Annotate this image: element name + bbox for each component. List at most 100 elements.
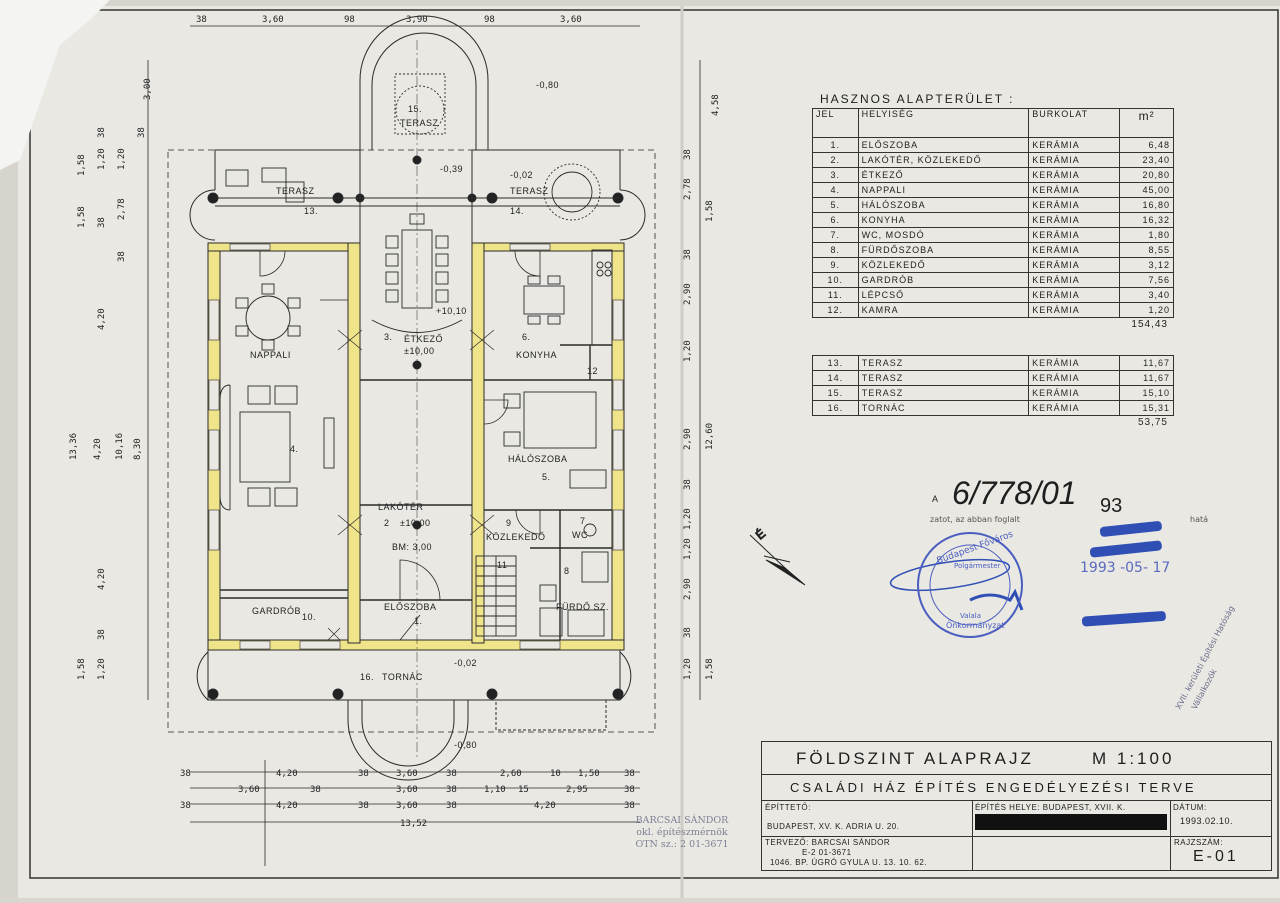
room-2-note: BM: 3,00 xyxy=(392,542,432,552)
drawing-subtitle: CSALÁDI HÁZ ÉPÍTÉS ENGEDÉLYEZÉSI TERVE xyxy=(790,780,1197,795)
room-14-number: 14. xyxy=(510,206,524,216)
cell-m2: 6,48 xyxy=(1119,137,1174,153)
svg-text:38: 38 xyxy=(180,801,191,811)
svg-text:3,60: 3,60 xyxy=(396,785,418,795)
svg-text:1,20: 1,20 xyxy=(97,658,107,680)
cell-helyiseg: ÉTKEZŐ xyxy=(857,167,1030,183)
svg-text:1,20: 1,20 xyxy=(97,148,107,170)
stamp-date: 1993 -05- 17 xyxy=(1080,560,1170,576)
room-7-label: WC xyxy=(572,530,588,540)
torn-corner xyxy=(0,0,110,170)
signature-mark xyxy=(969,588,1024,611)
room-2-label: LAKÓTÉR xyxy=(378,502,424,512)
svg-text:3,60: 3,60 xyxy=(262,15,284,25)
svg-text:38: 38 xyxy=(683,479,693,490)
svg-text:1,10: 1,10 xyxy=(484,785,506,795)
svg-text:Budapest Főváros: Budapest Főváros xyxy=(936,529,1015,566)
svg-text:3,60: 3,60 xyxy=(396,769,418,779)
room-8-label: FÜRDŐ SZ. xyxy=(556,602,609,612)
cell-jel: 6. xyxy=(812,212,859,228)
cell-jel: 9. xyxy=(812,257,859,273)
room-5-label: HÁLÓSZOBA xyxy=(508,454,568,464)
wall-inner-east xyxy=(471,242,485,644)
room-3-label: ÉTKEZŐ xyxy=(404,334,443,344)
total-width: 13,52 xyxy=(400,819,427,829)
cell-burkolat: KERÁMIA xyxy=(1028,257,1121,273)
room-2-number: 2 xyxy=(384,518,390,528)
header-burkolat: BURKOLAT xyxy=(1028,108,1121,138)
room-9-number: 9 xyxy=(506,518,512,528)
svg-text:4,20: 4,20 xyxy=(276,801,298,811)
cell-burkolat: KERÁMIA xyxy=(1028,197,1121,213)
cell-helyiseg: NAPPALI xyxy=(857,182,1030,198)
dims-bottom: 38 4,20 38 3,60 38 2,60 10 1,50 38 3,60 … xyxy=(180,769,635,829)
svg-text:38: 38 xyxy=(446,769,457,779)
svg-text:38: 38 xyxy=(180,769,191,779)
svg-text:38: 38 xyxy=(117,251,127,262)
svg-text:10,16: 10,16 xyxy=(115,433,125,460)
room-15-number: 15. xyxy=(408,104,422,114)
cell-jel: 5. xyxy=(812,197,859,213)
cell-helyiseg: KAMRA xyxy=(857,302,1030,318)
terrace-outlines xyxy=(189,15,646,781)
svg-text:38: 38 xyxy=(446,801,457,811)
svg-text:1,20: 1,20 xyxy=(683,538,693,560)
room-7-number: 7 xyxy=(580,516,586,526)
header-jel: JEL xyxy=(812,108,859,138)
room-1-label: ELŐSZOBA xyxy=(384,602,437,612)
cell-m2: 20,80 xyxy=(1119,167,1174,183)
svg-text:3,60: 3,60 xyxy=(396,801,418,811)
cell-burkolat: KERÁMIA xyxy=(1028,385,1121,401)
svg-text:2,78: 2,78 xyxy=(683,178,693,200)
svg-text:4,20: 4,20 xyxy=(97,308,107,330)
cell-burkolat: KERÁMIA xyxy=(1028,212,1121,228)
bathroom-fixtures xyxy=(539,523,609,637)
svg-text:4,20: 4,20 xyxy=(534,801,556,811)
svg-text:3,60: 3,60 xyxy=(560,15,582,25)
living-round-table xyxy=(235,283,301,351)
svg-text:38: 38 xyxy=(446,785,457,795)
svg-text:1,20: 1,20 xyxy=(683,508,693,530)
roof-outline xyxy=(167,149,656,733)
stamp-area: A 6/778/01 93 zatot, az abban foglalt ha… xyxy=(889,475,1236,711)
cell-burkolat: KERÁMIA xyxy=(1028,242,1121,258)
cell-helyiseg: HÁLÓSZOBA xyxy=(857,197,1030,213)
window-group xyxy=(208,243,624,650)
stamp-note-2: hatá xyxy=(1190,515,1208,524)
room-16-number: 16. xyxy=(360,672,374,682)
cell-helyiseg: TERASZ xyxy=(857,385,1030,401)
terrace-furniture xyxy=(225,73,601,221)
registry-number: 6/778/01 xyxy=(952,475,1077,511)
level-5: -0,80 xyxy=(454,740,477,750)
cell-jel: 16. xyxy=(812,400,859,416)
room-12-number: 12 xyxy=(587,366,598,376)
cell-m2: 1,20 xyxy=(1119,302,1174,318)
svg-text:4,20: 4,20 xyxy=(276,769,298,779)
area-total: 154,43 xyxy=(1131,319,1168,330)
cell-helyiseg: WC, MOSDÓ xyxy=(857,227,1030,243)
terrace-total: 53,75 xyxy=(1137,417,1168,428)
date-cell: DÁTUM: 1993.02.10. xyxy=(1170,800,1271,837)
cell-helyiseg: KÖZLEKEDŐ xyxy=(857,257,1030,273)
svg-text:13,36: 13,36 xyxy=(69,433,79,460)
header-m2: m² xyxy=(1119,108,1174,138)
cell-helyiseg: LAKÓTÉR, KÖZLEKEDŐ xyxy=(857,152,1030,168)
terrace-15-bay xyxy=(359,15,489,150)
svg-text:4,58: 4,58 xyxy=(711,94,721,116)
door-marks xyxy=(327,329,495,641)
room-3-number: 3. xyxy=(384,332,393,342)
cell-jel: 14. xyxy=(812,370,859,386)
svg-text:1,20: 1,20 xyxy=(683,658,693,680)
room-13-label: TERASZ xyxy=(276,186,315,196)
dims-left: 1,58 1,20 38 1,20 38 1,58 38 2,78 38 4,2… xyxy=(69,127,147,680)
svg-text:38: 38 xyxy=(137,127,147,138)
svg-text:2,90: 2,90 xyxy=(683,428,693,450)
svg-text:Önkormányzat: Önkormányzat xyxy=(946,620,1005,630)
svg-text:12,60: 12,60 xyxy=(705,423,715,450)
room-6-label: KONYHA xyxy=(516,350,557,360)
drawing-title: FÖLDSZINT ALAPRAJZ xyxy=(796,749,1034,768)
